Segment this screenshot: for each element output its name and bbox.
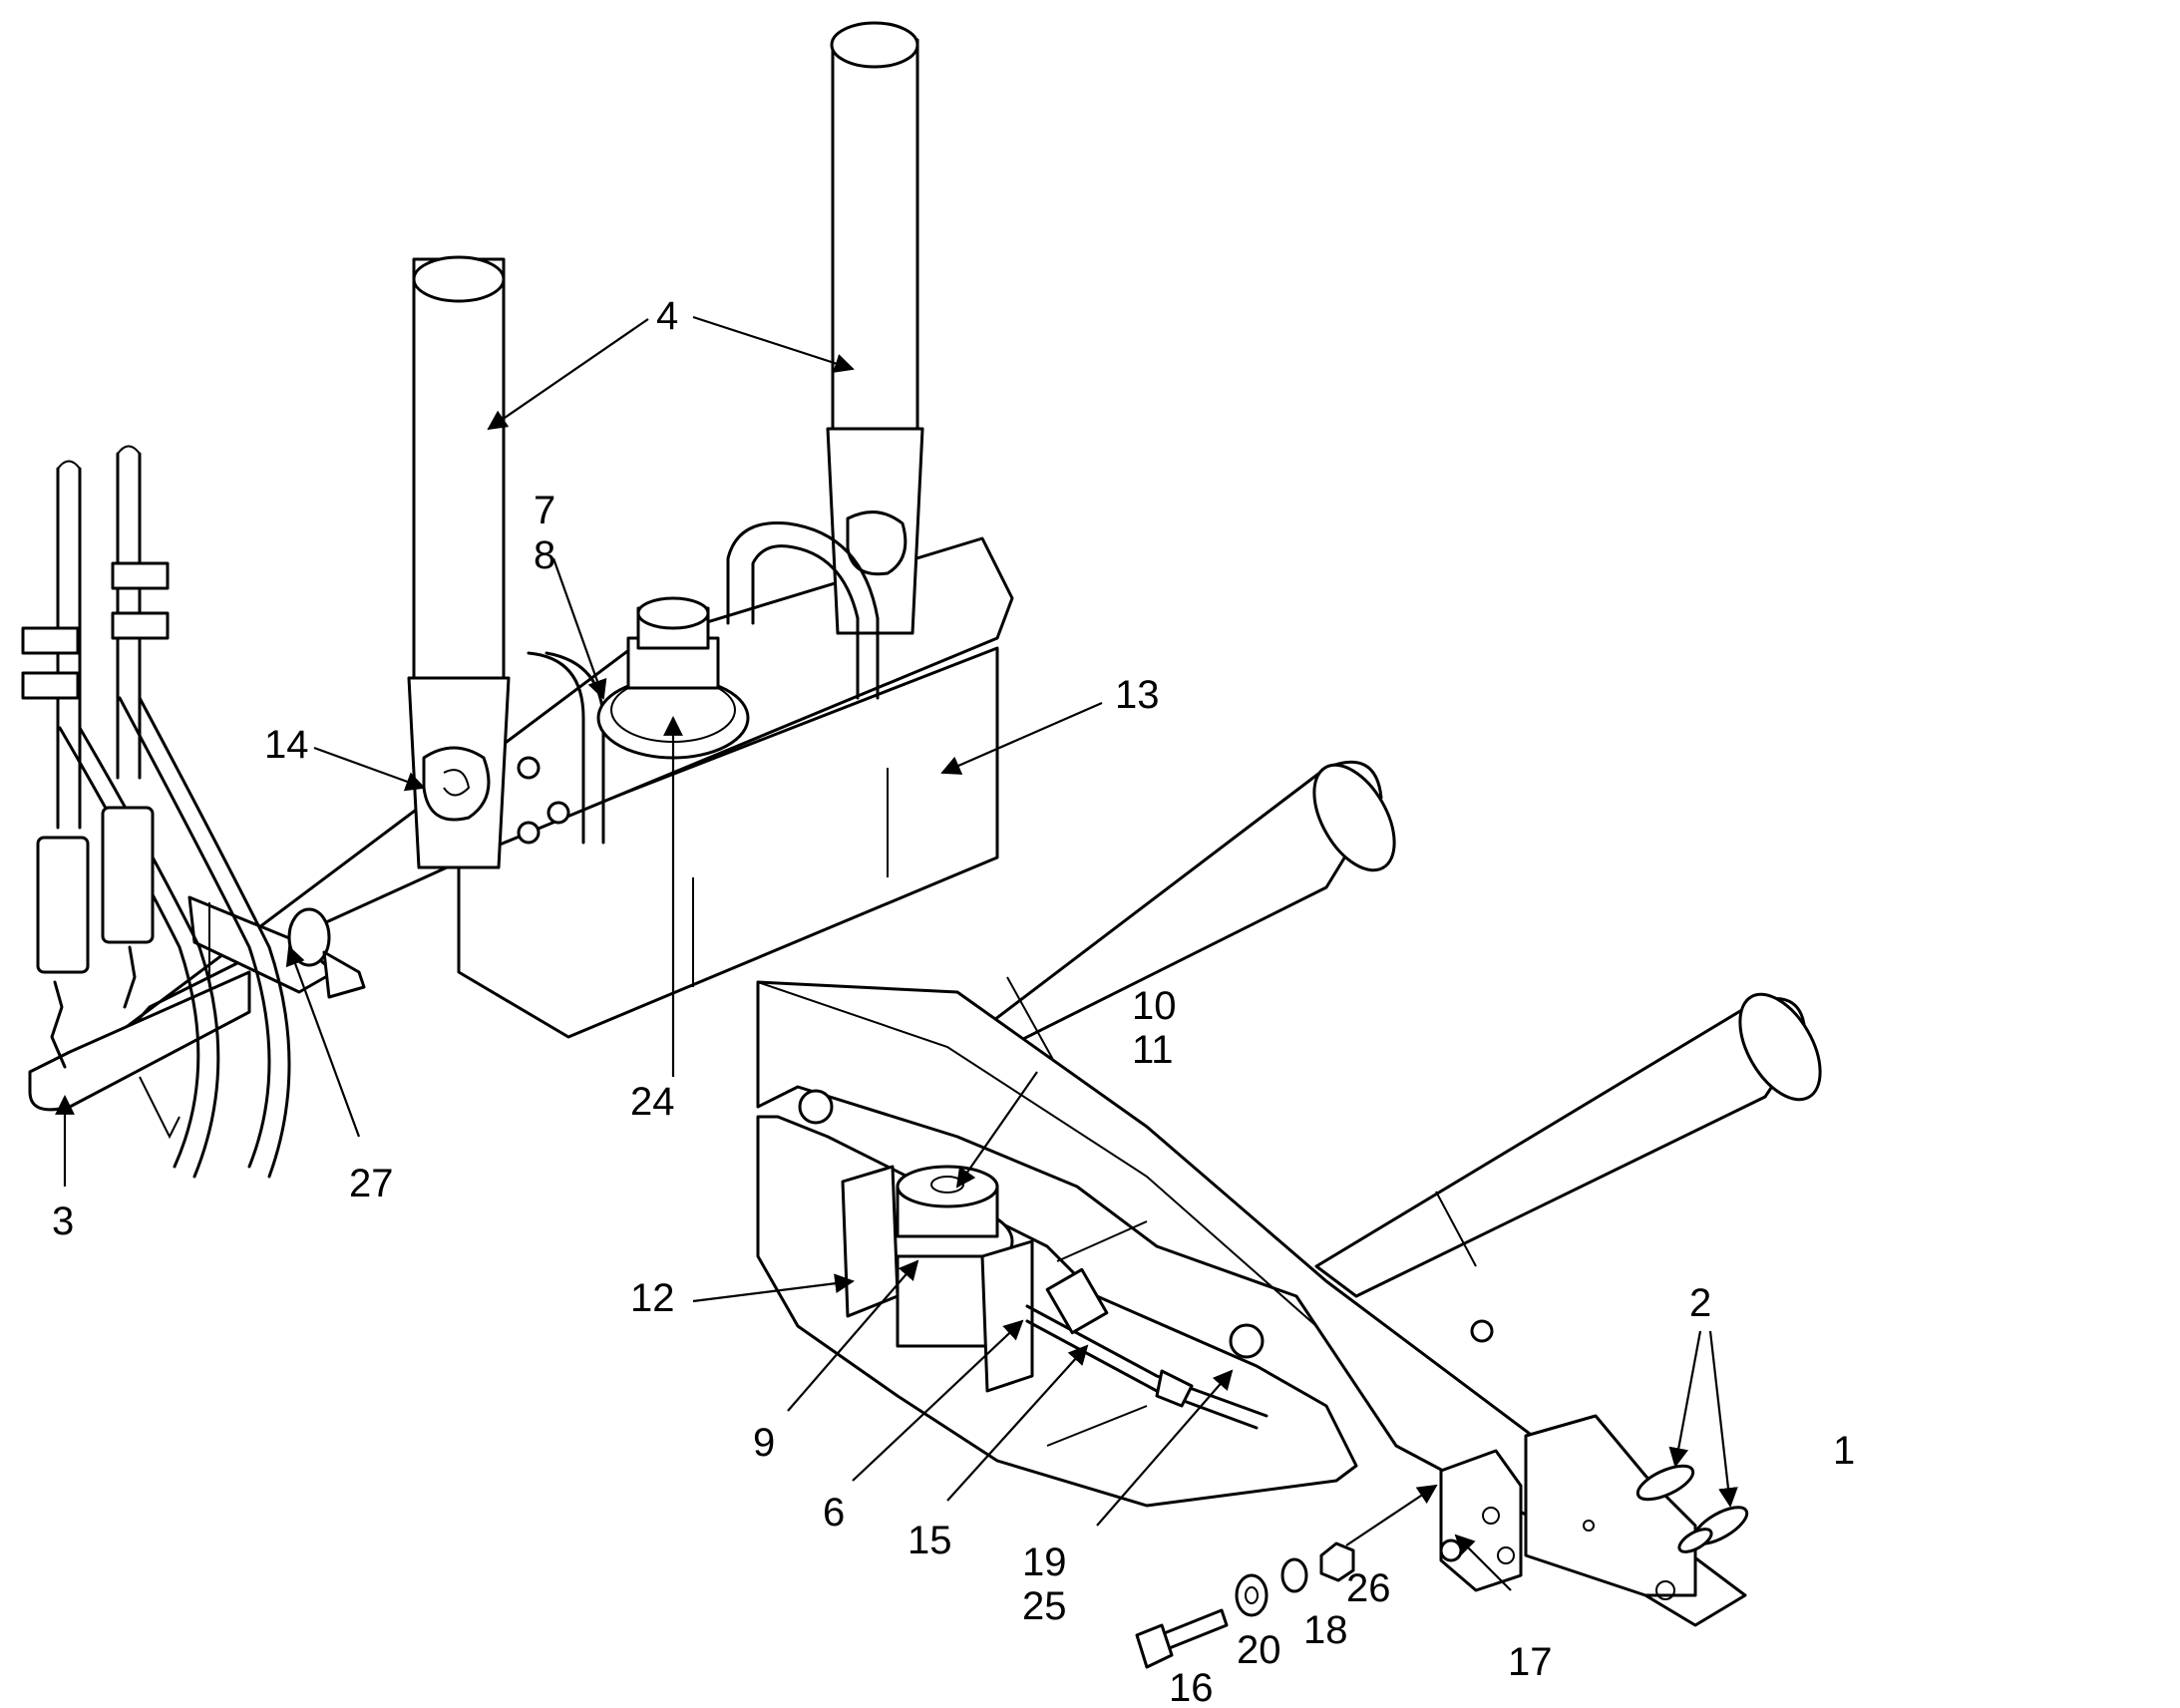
callout-25: 25	[1022, 1584, 1067, 1628]
callout-8: 8	[534, 533, 555, 577]
washer-18	[1280, 1557, 1308, 1593]
callout-6: 6	[823, 1491, 845, 1535]
callout-12: 12	[630, 1276, 675, 1320]
callout-7: 7	[534, 489, 555, 532]
u-bolt-left	[527, 651, 585, 845]
callout-15: 15	[908, 1519, 952, 1562]
linkage-rod	[1025, 1267, 1269, 1430]
nut-cluster	[517, 756, 570, 845]
axle-tube-front	[1314, 992, 1822, 1298]
callout-18: 18	[1303, 1608, 1348, 1652]
callout-9: 9	[753, 1421, 775, 1465]
callout-17: 17	[1508, 1640, 1553, 1684]
callout-10: 10	[1132, 984, 1177, 1028]
hitch-block-17	[1439, 1449, 1523, 1592]
callout-2: 2	[1689, 1281, 1711, 1325]
callout-11: 11	[1132, 1028, 1174, 1072]
callout-14: 14	[264, 723, 309, 767]
nut-26	[1319, 1541, 1355, 1582]
fastener-stack	[1135, 1541, 1355, 1669]
hydraulic-hoses	[21, 445, 291, 1179]
upright-tube-left	[407, 255, 511, 869]
callout-19: 19	[1022, 1540, 1067, 1584]
castle-nut-assembly	[596, 596, 750, 760]
axle-tube-rear	[930, 760, 1396, 1069]
washer-20	[1235, 1573, 1269, 1617]
leader-lines	[55, 315, 1738, 1591]
upper-subframe-13	[28, 536, 1014, 1140]
callout-1: 1	[1833, 1429, 1855, 1473]
callout-13: 13	[1115, 673, 1160, 717]
callout-labels: 1 2 3 4 6 7 8 9 10 11 12 13 14 15 16 17 …	[52, 294, 1855, 1708]
callout-20: 20	[1237, 1628, 1281, 1672]
callout-26: 26	[1346, 1566, 1391, 1610]
safety-chains-2	[1635, 1464, 1749, 1553]
upright-tube-right	[826, 21, 924, 635]
u-bolt-right	[726, 520, 880, 700]
callout-3: 3	[52, 1199, 74, 1243]
callout-16: 16	[1169, 1666, 1214, 1708]
callout-27: 27	[349, 1162, 394, 1205]
callout-4: 4	[656, 294, 678, 338]
callout-24: 24	[630, 1080, 675, 1124]
